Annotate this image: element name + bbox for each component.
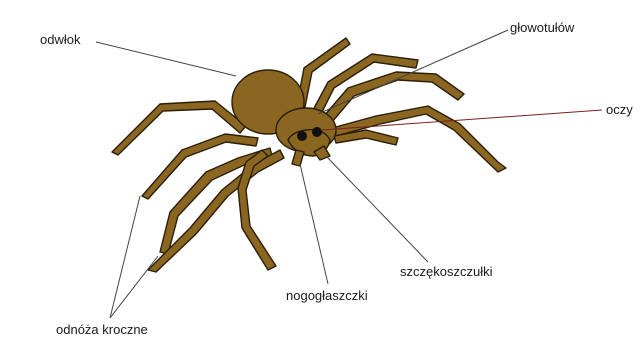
label-cephalothorax: głowotułów bbox=[510, 20, 575, 35]
leader-abdomen bbox=[96, 42, 236, 76]
leader-pedipalps bbox=[300, 164, 328, 284]
pedipalp bbox=[292, 150, 304, 166]
label-chelicerae: szczękoszczułki bbox=[400, 264, 493, 279]
spider-body bbox=[232, 70, 336, 166]
eye-right bbox=[312, 127, 322, 137]
label-abdomen: odwłok bbox=[40, 32, 81, 47]
leader-legs-a bbox=[110, 196, 140, 318]
label-pedipalps: nogogłaszczki bbox=[286, 288, 368, 303]
labels: odwłok głowotułów oczy szczękoszczułki n… bbox=[40, 20, 633, 337]
leg-left-1 bbox=[112, 101, 246, 155]
label-walking-legs: odnóża kroczne bbox=[56, 322, 148, 337]
label-eyes: oczy bbox=[606, 102, 633, 117]
eye-left bbox=[297, 131, 307, 141]
leader-chelicerae bbox=[326, 156, 428, 262]
